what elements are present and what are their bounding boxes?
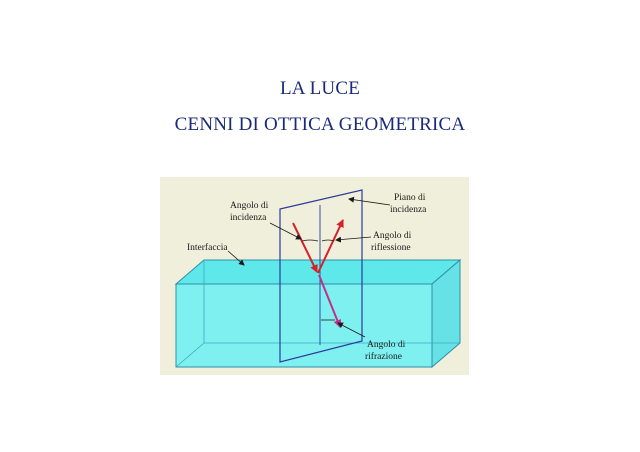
pointer-piano xyxy=(348,196,391,206)
pointer-rifrazione xyxy=(337,322,366,338)
slide-title-line-2: CENNI DI OTTICA GEOMETRICA xyxy=(174,114,466,135)
reflected-ray xyxy=(317,219,344,274)
slide-title-line-1: LA LUCE xyxy=(279,78,361,99)
reflection-angle-arc xyxy=(321,239,335,242)
label-angolo-rifrazione-1: Angolo di xyxy=(367,340,406,350)
optics-diagram: Angolo di incidenza Piano di incidenza A… xyxy=(160,177,469,375)
incidence-angle-arc xyxy=(301,239,319,242)
incident-ray xyxy=(292,222,318,273)
label-piano-incidenza-2: incidenza xyxy=(390,205,427,215)
label-angolo-riflessione-2: riflessione xyxy=(371,242,411,253)
label-angolo-riflessione-1: Angolo di xyxy=(373,231,412,241)
label-angolo-incidenza-1: Angolo di xyxy=(230,201,269,211)
label-angolo-incidenza-2: incidenza xyxy=(230,213,267,223)
pointer-incidenza xyxy=(269,222,302,240)
refracted-ray xyxy=(318,274,342,328)
prism-hidden-edge xyxy=(175,342,205,368)
plane-of-incidence xyxy=(279,189,363,363)
optics-diagram-svg: Angolo di incidenza Piano di incidenza A… xyxy=(174,189,462,369)
label-angolo-rifrazione-2: rifrazione xyxy=(365,351,402,362)
label-interfaccia: Interfaccia xyxy=(187,242,228,253)
pointer-riflessione xyxy=(335,236,372,243)
pointer-interfaccia xyxy=(227,250,245,266)
label-piano-incidenza-1: Piano di xyxy=(394,193,426,203)
